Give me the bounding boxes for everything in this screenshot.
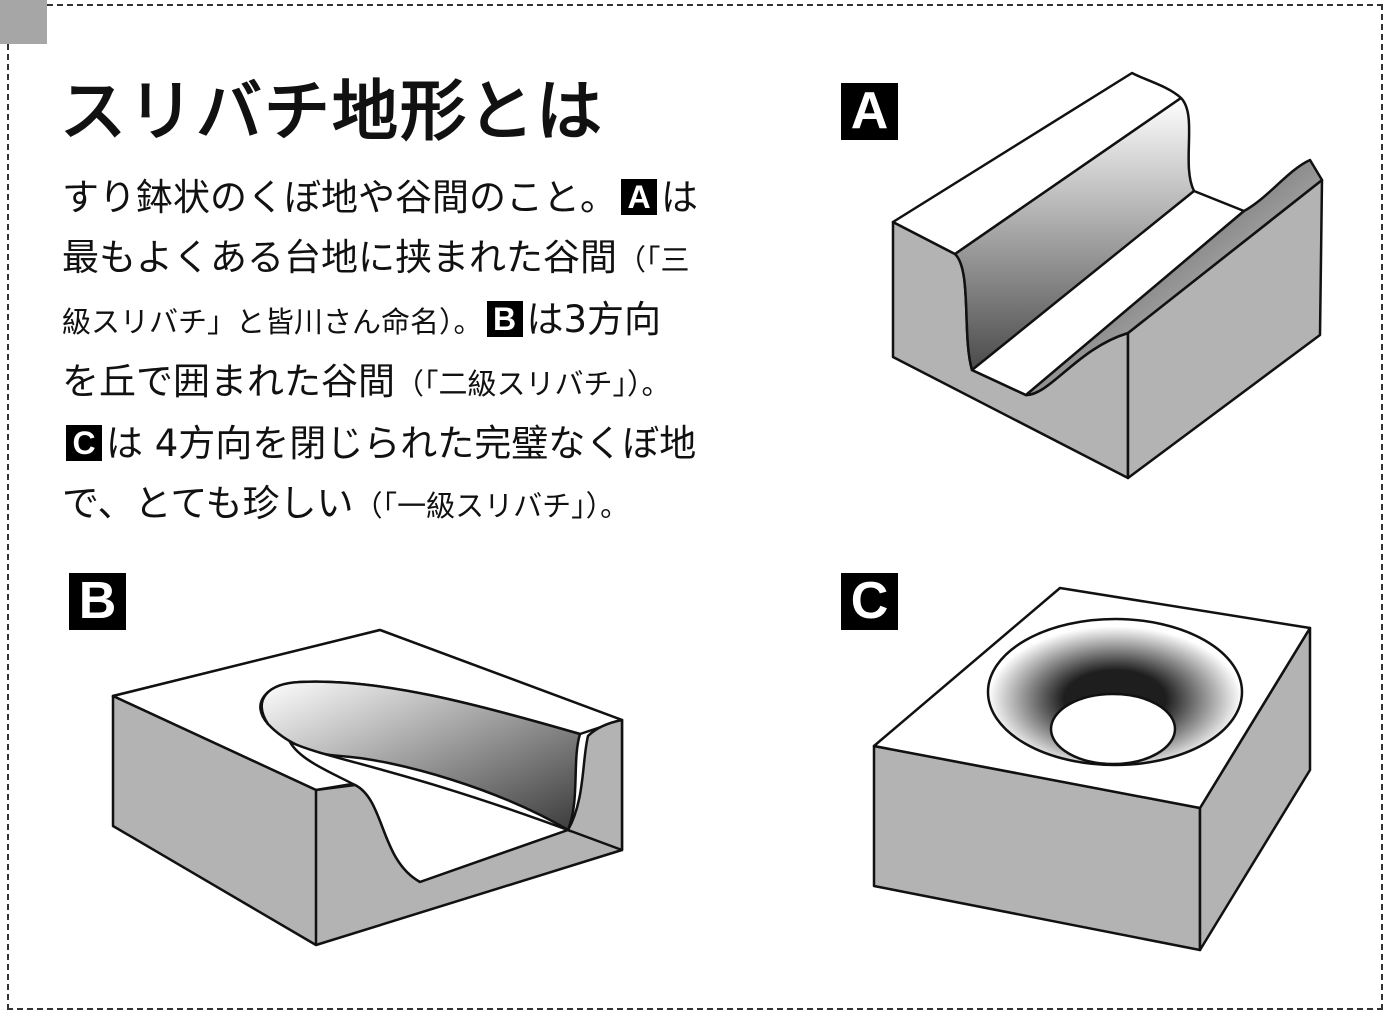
description-line-6: で、とても珍しい（「一級スリバチ」）。 [62, 474, 752, 536]
figure-a-right-slope [1024, 158, 1324, 397]
page-title: スリバチ地形とは [60, 73, 604, 150]
dashed-frame [7, 4, 1383, 1010]
ref-badge-a: A [621, 179, 657, 215]
description-text: は 4方向を閉じられた完璧なくぼ地 [106, 422, 697, 465]
description-note: （「三 [617, 243, 690, 277]
description-text: を丘で囲まれた谷間 [62, 360, 395, 403]
corner-tab [0, 0, 47, 44]
ref-badge-b: B [486, 301, 523, 337]
figure-a-label: A [841, 83, 898, 140]
description-note: （「二級スリバチ」）。 [395, 367, 671, 401]
description-line-2: 最もよくある台地に挟まれた谷間（「三 [62, 228, 752, 290]
figure-c-basin-bottom [1049, 692, 1177, 766]
figure-b-right-face [566, 718, 624, 852]
description-note: （「一級スリバチ」）。 [353, 489, 630, 523]
figure-b-label: B [69, 573, 126, 630]
description-text: は3方向 [526, 298, 662, 341]
figure-b-inner-slope [260, 680, 582, 832]
description-text: 最もよくある台地に挟まれた谷間 [62, 236, 617, 279]
figure-c-label: C [841, 573, 898, 630]
description-line-4: を丘で囲まれた谷間（「二級スリバチ」）。 [62, 352, 752, 414]
description-text: すり鉢状のくぼ地や谷間のこと。 [62, 176, 617, 219]
description-text: は [661, 176, 698, 219]
description-text: で、とても珍しい [62, 482, 354, 525]
ref-badge-c: C [66, 425, 102, 461]
description-note: 級スリバチ」と皆川さん命名）。 [62, 305, 483, 339]
